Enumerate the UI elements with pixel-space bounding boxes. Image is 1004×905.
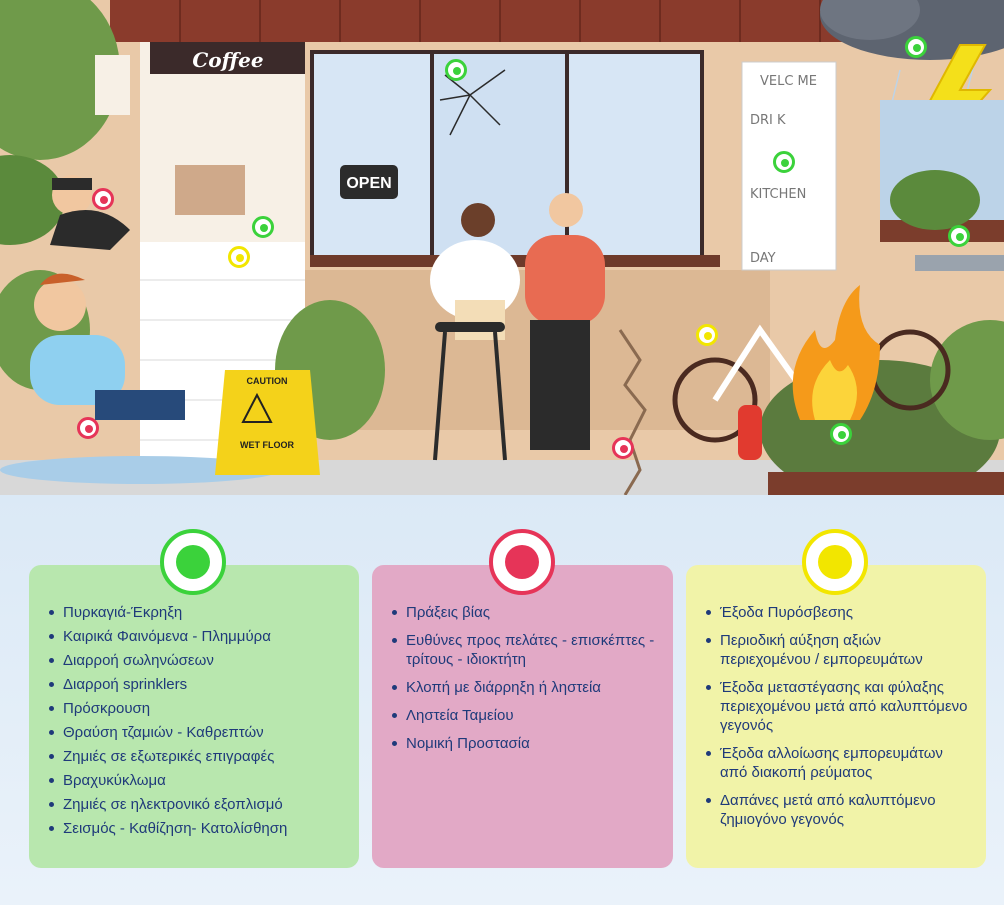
external-sign-hotspot[interactable] xyxy=(773,151,795,173)
menu-line-4: DAY xyxy=(750,251,776,266)
list-item: Διαρροή σωληνώσεων xyxy=(49,651,343,670)
list-item: Βραχυκύκλωμα xyxy=(49,771,343,790)
cash-register-hotspot[interactable] xyxy=(228,246,250,268)
cafe-scene-illustration: Coffee OPEN VELC ME DRI K KITCHEN DAY xyxy=(0,0,1004,495)
coffee-sign: Coffee xyxy=(192,48,263,72)
list-item: Θραύση τζαμιών - Καθρεπτών xyxy=(49,723,343,742)
fire-hotspot[interactable] xyxy=(830,423,852,445)
coverage-card-red: Πράξεις βίας Ευθύνες προς πελάτες - επισ… xyxy=(372,565,673,868)
caution-sign-top: CAUTION xyxy=(247,376,288,386)
list-item: Διαρροή sprinklers xyxy=(49,675,343,694)
menu-line-2: DRI K xyxy=(750,113,786,128)
cafe-illustration: Coffee OPEN VELC ME DRI K KITCHEN DAY xyxy=(0,0,1004,495)
list-item: Κλοπή με διάρρηξη ή ληστεία xyxy=(392,678,657,697)
coverage-list-red: Πράξεις βίας Ευθύνες προς πελάτες - επισ… xyxy=(392,603,657,753)
coverage-list-yellow: Έξοδα Πυρόσβεσης Περιοδική αύξηση αξιών … xyxy=(706,603,970,829)
list-item: Περιοδική αύξηση αξιών περιεχομένου / εμ… xyxy=(706,631,970,669)
yellow-marker-icon xyxy=(802,529,868,595)
list-item: Έξοδα Πυρόσβεσης xyxy=(706,603,970,622)
list-item: Ευθύνες προς πελάτες - επισκέπτες - τρίτ… xyxy=(392,631,657,669)
list-item: Νομική Προστασία xyxy=(392,734,657,753)
broken-glass-hotspot[interactable] xyxy=(445,59,467,81)
theft-hotspot[interactable] xyxy=(92,188,114,210)
coverage-legend: Πυρκαγιά-Έκρηξη Καιρικά Φαινόμενα - Πλημ… xyxy=(0,495,1004,905)
caution-sign-bottom: WET FLOOR xyxy=(240,440,294,450)
menu-line-3: KITCHEN xyxy=(750,187,806,202)
pipe-leak-hotspot[interactable] xyxy=(948,225,970,247)
list-item: Σεισμός - Καθίζηση- Κατολίσθηση xyxy=(49,819,343,838)
list-item: Πρόσκρουση xyxy=(49,699,343,718)
bicycle-hotspot[interactable] xyxy=(696,324,718,346)
electronic-equipment-hotspot[interactable] xyxy=(252,216,274,238)
list-item: Έξοδα μεταστέγασης και φύλαξης περιεχομέ… xyxy=(706,678,970,735)
open-sign: OPEN xyxy=(346,175,391,192)
list-item: Έξοδα αλλοίωσης εμπορευμάτων από διακοπή… xyxy=(706,744,970,782)
list-item: Ζημιές σε ηλεκτρονικό εξοπλισμό xyxy=(49,795,343,814)
list-item: Πυρκαγιά-Έκρηξη xyxy=(49,603,343,622)
list-item: Δαπάνες μετά από καλυπτόμενο ζημιογόνο γ… xyxy=(706,791,970,829)
green-marker-icon xyxy=(160,529,226,595)
weather-hotspot[interactable] xyxy=(905,36,927,58)
list-item: Πράξεις βίας xyxy=(392,603,657,622)
coverage-card-green: Πυρκαγιά-Έκρηξη Καιρικά Φαινόμενα - Πλημ… xyxy=(29,565,359,868)
menu-line-1: VELC ME xyxy=(760,74,817,89)
red-marker-icon xyxy=(489,529,555,595)
list-item: Καιρικά Φαινόμενα - Πλημμύρα xyxy=(49,627,343,646)
coverage-card-yellow: Έξοδα Πυρόσβεσης Περιοδική αύξηση αξιών … xyxy=(686,565,986,868)
customer-liability-hotspot[interactable] xyxy=(77,417,99,439)
coverage-list-green: Πυρκαγιά-Έκρηξη Καιρικά Φαινόμενα - Πλημ… xyxy=(49,603,343,838)
list-item: Ληστεία Ταμείου xyxy=(392,706,657,725)
crack-hotspot[interactable] xyxy=(612,437,634,459)
list-item: Ζημιές σε εξωτερικές επιγραφές xyxy=(49,747,343,766)
